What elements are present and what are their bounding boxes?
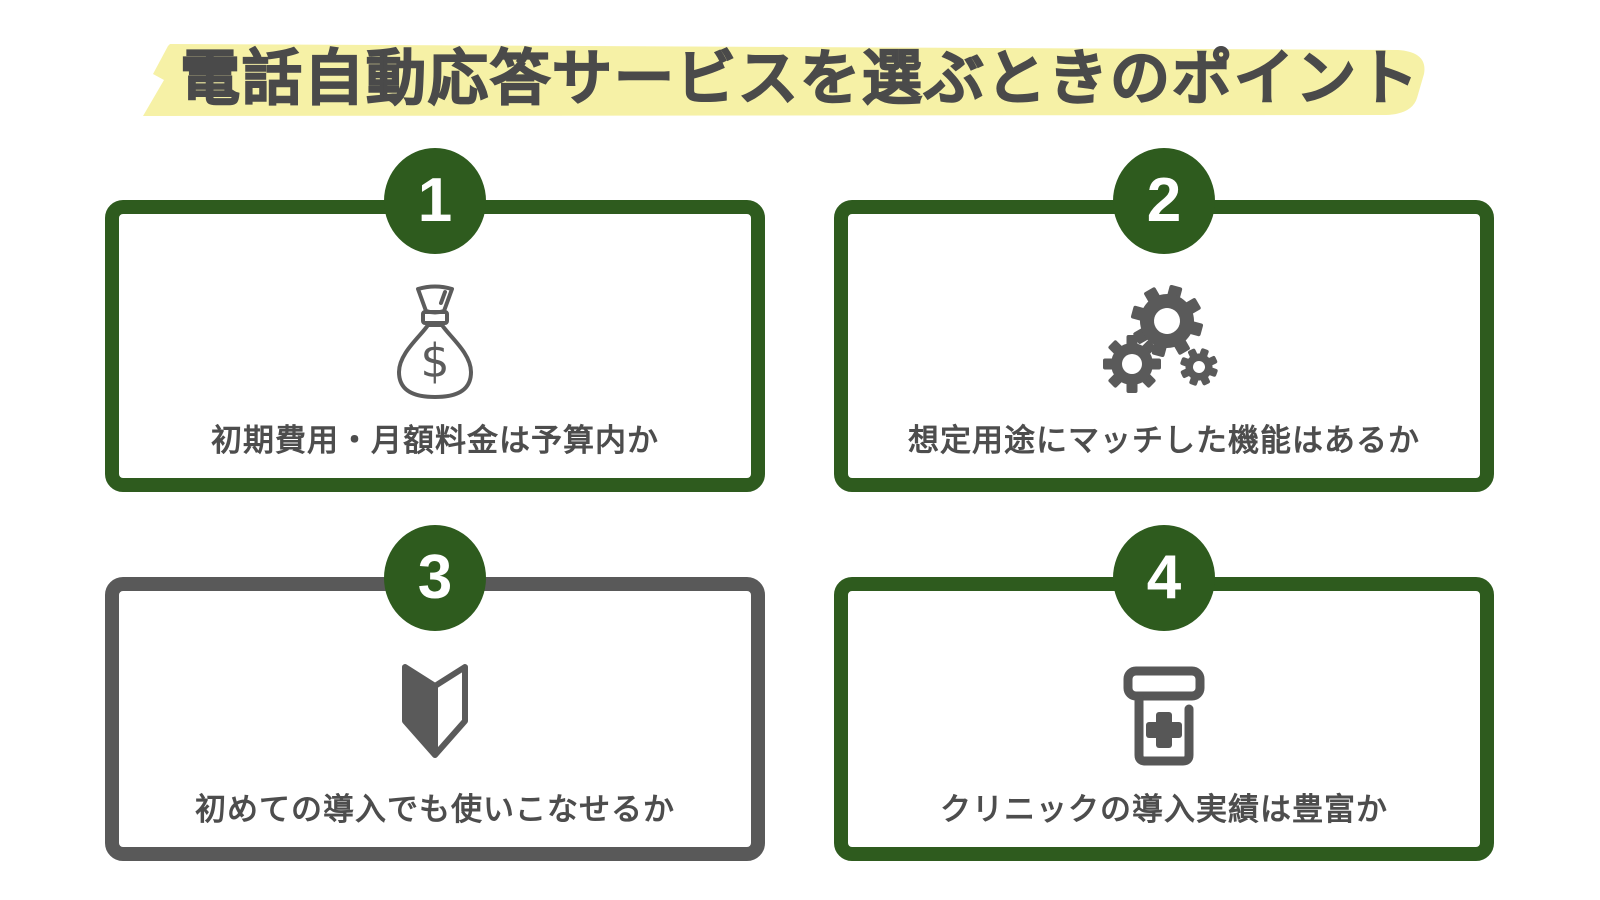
number-badge: 2 xyxy=(1113,148,1215,254)
card-budget: 1 $ 初期費用・月額料金は予算内か xyxy=(105,148,765,492)
medicine-bottle-icon xyxy=(1123,666,1205,766)
card-caption: 初期費用・月額料金は予算内か xyxy=(211,423,659,458)
money-bag-icon: $ xyxy=(397,284,473,399)
page-title: 電話自動応答サービスを選ぶときのポイント xyxy=(179,44,1420,113)
title-block: 電話自動応答サービスを選ぶときのポイント xyxy=(0,0,1600,140)
card-ease-of-use: 3 初めての導入でも使いこなせるか xyxy=(105,525,765,861)
card-features: 2 xyxy=(834,148,1494,492)
number-badge: 1 xyxy=(384,148,486,254)
gears-icon xyxy=(1103,284,1218,393)
svg-text:$: $ xyxy=(420,334,449,388)
card-caption: 初めての導入でも使いこなせるか xyxy=(195,792,675,827)
number-badge: 3 xyxy=(384,525,486,631)
card-caption: 想定用途にマッチした機能はあるか xyxy=(908,423,1420,458)
card-track-record: 4 クリニックの導入実績は豊富か xyxy=(834,525,1494,861)
number-badge: 4 xyxy=(1113,525,1215,631)
card-caption: クリニックの導入実績は豊富か xyxy=(940,792,1388,827)
beginner-mark-icon xyxy=(402,664,468,758)
title-highlight-stroke xyxy=(143,44,1425,116)
